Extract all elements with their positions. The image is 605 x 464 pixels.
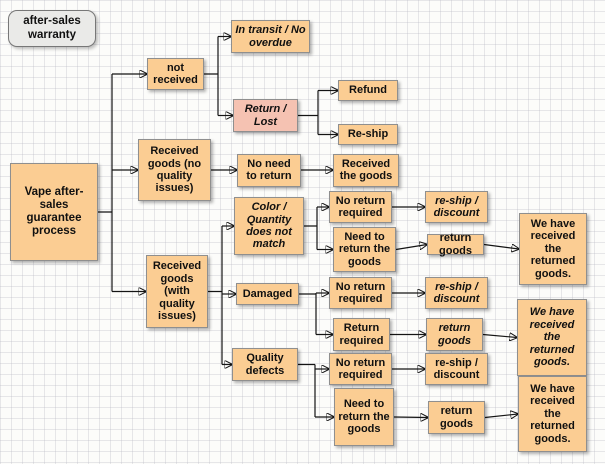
node-reship[interactable]: Re-ship (338, 124, 398, 145)
node-dmg-reship-discount[interactable]: re-ship / discount (425, 277, 488, 309)
node-received-the-goods[interactable]: Received the goods (333, 153, 399, 187)
node-no-need-to-return[interactable]: No need to return (237, 153, 301, 187)
node-quality-defects[interactable]: Quality defects (232, 348, 298, 381)
node-received-no-quality-issues[interactable]: Received goods (no quality issues) (138, 139, 211, 201)
note-after-sales-warranty[interactable]: after-sales warranty (8, 10, 96, 47)
node-dmg-return-required[interactable]: Return required (333, 318, 390, 351)
connector-arrows (112, 37, 519, 418)
node-refund[interactable]: Refund (338, 80, 398, 101)
node-cq-received-returned-goods[interactable]: We have received the returned goods. (519, 213, 587, 285)
node-color-quantity-mismatch[interactable]: Color / Quantity does not match (234, 197, 304, 255)
node-not-received[interactable]: not received (147, 58, 204, 90)
connector-trunks (98, 36, 319, 417)
node-qd-return-goods[interactable]: return goods (428, 401, 485, 434)
node-qd-reship-discount[interactable]: re-ship / discount (425, 353, 488, 385)
node-cq-no-return-required[interactable]: No return required (329, 191, 392, 223)
node-received-with-quality-issues[interactable]: Received goods (with quality issues) (146, 255, 208, 328)
node-cq-reship-discount[interactable]: re-ship / discount (425, 191, 488, 223)
node-cq-return-goods[interactable]: return goods (427, 232, 484, 257)
node-qd-need-to-return[interactable]: Need to return the goods (334, 388, 394, 446)
node-cq-need-to-return[interactable]: Need to return the goods (333, 227, 396, 272)
node-in-transit-no-overdue[interactable]: In transit / No overdue (231, 20, 310, 53)
node-dmg-received-returned-goods[interactable]: We have received the returned goods. (517, 299, 587, 376)
node-qd-received-returned-goods[interactable]: We have received the returned goods. (518, 376, 587, 452)
node-dmg-no-return-required[interactable]: No return required (329, 277, 392, 309)
node-damaged[interactable]: Damaged (236, 283, 299, 305)
node-root-process[interactable]: Vape after-sales guarantee process (10, 163, 98, 261)
node-qd-no-return-required[interactable]: No return required (329, 353, 392, 385)
node-return-lost[interactable]: Return / Lost (233, 99, 298, 132)
node-dmg-return-goods[interactable]: return goods (426, 318, 483, 351)
